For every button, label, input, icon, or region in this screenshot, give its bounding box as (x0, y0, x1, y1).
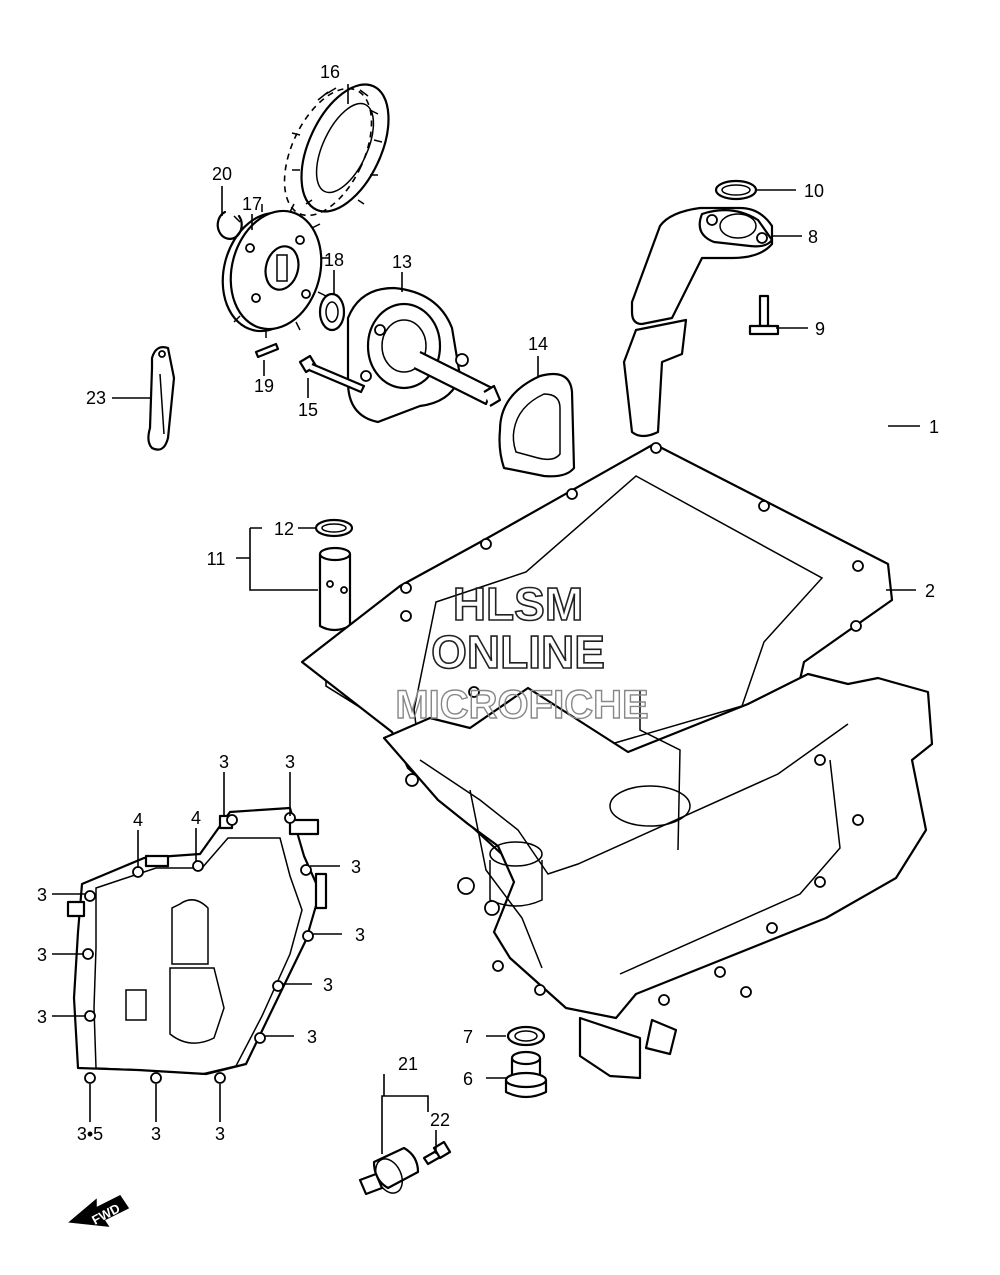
leader-lines (52, 84, 920, 1154)
callout-9: 9 (815, 319, 825, 339)
callout-8: 8 (808, 227, 818, 247)
oil-pan-cover (66, 806, 328, 1084)
callout-3-b: 3 (285, 752, 295, 772)
callout-22: 22 (430, 1110, 450, 1130)
part-19-pin (254, 342, 280, 359)
callout-18: 18 (324, 250, 344, 270)
callout-10: 10 (804, 181, 824, 201)
watermark: HLSM ONLINE MICROFICHE (395, 577, 650, 728)
part-17-sprocket (221, 203, 330, 338)
part-18-washer (318, 292, 346, 332)
callout-1: 1 (929, 417, 939, 437)
part-7-washer (506, 1025, 546, 1047)
part-23-bracket (147, 346, 176, 451)
callout-15: 15 (298, 400, 318, 420)
callout-12: 12 (274, 519, 294, 539)
part-9-bolt (748, 294, 780, 336)
callout-23: 23 (86, 388, 106, 408)
callout-7: 7 (463, 1027, 473, 1047)
callout-3-g: 3 (37, 885, 47, 905)
part-14-gasket (498, 372, 576, 478)
part-10-o-ring (714, 179, 758, 201)
callout-19: 19 (254, 376, 274, 396)
callout-3-f: 3 (307, 1027, 317, 1047)
part-13-oil-pump (346, 286, 502, 424)
part-8-oil-strainer (622, 206, 774, 438)
callout-21: 21 (398, 1054, 418, 1074)
part-22-screw (422, 1140, 452, 1166)
callout-4-a: 4 (191, 808, 201, 828)
part-20-circlip (216, 210, 243, 240)
watermark-line-3: MICROFICHE (395, 683, 648, 727)
watermark-line-2: ONLINE (431, 626, 605, 678)
callout-14: 14 (528, 334, 548, 354)
callout-11: 11 (207, 549, 226, 569)
callout-4-b: 4 (133, 810, 143, 830)
callout-13: 13 (392, 252, 412, 272)
part-6-drain-plug (504, 1050, 548, 1099)
part-15-bolt (298, 354, 366, 394)
part-11-pipe (318, 546, 352, 632)
part-12-o-ring (314, 518, 354, 538)
callout-20: 20 (212, 164, 232, 184)
callout-17: 17 (242, 194, 262, 214)
callout-3-h: 3 (37, 945, 47, 965)
callout-3-k: 3 (215, 1124, 225, 1144)
callout-16: 16 (320, 62, 340, 82)
callout-3-j: 3 (151, 1124, 161, 1144)
watermark-line-1: HLSM (453, 578, 583, 630)
callout-numbers: 16 20 17 18 13 14 19 15 23 10 8 9 12 11 … (37, 62, 939, 1144)
callout-3-5: 3•5 (77, 1124, 103, 1144)
callout-3-i: 3 (37, 1007, 47, 1027)
part-21-oil-pressure-switch (358, 1146, 420, 1196)
callout-3-e: 3 (323, 975, 333, 995)
part-16-drive-ring (283, 83, 390, 217)
callout-2: 2 (925, 581, 935, 601)
callout-3-c: 3 (351, 857, 361, 877)
callout-6: 6 (463, 1069, 473, 1089)
callout-3-d: 3 (355, 925, 365, 945)
forward-direction-arrow: FWD (68, 1195, 130, 1228)
callout-3-a: 3 (219, 752, 229, 772)
part-1-oil-pan (382, 672, 934, 1080)
fwd-arrow-icon (68, 1195, 130, 1227)
